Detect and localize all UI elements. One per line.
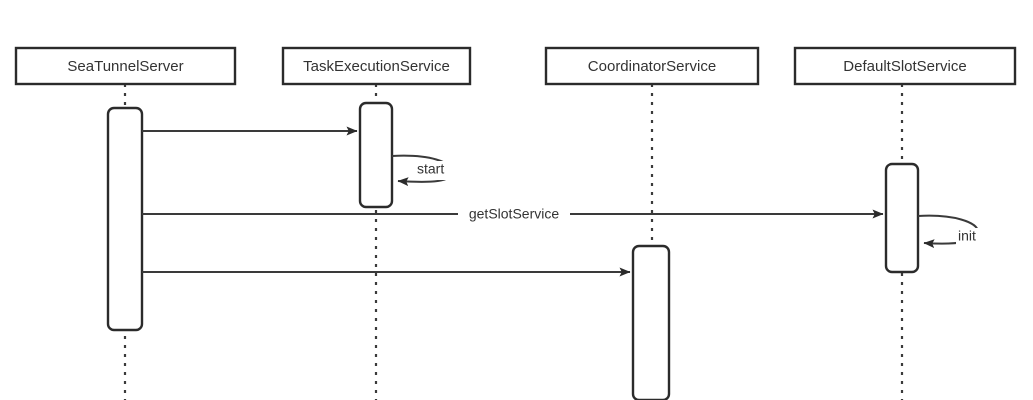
participant-box-coordinatorservice[interactable]: [544, 46, 760, 86]
activations-layer: [106, 101, 920, 400]
participant-label-defaultslotservice: DefaultSlotService: [843, 58, 966, 75]
message-label-start: start: [417, 161, 444, 177]
message-label-backdrop-start: [414, 161, 458, 180]
activation-seatunnelserver: [106, 106, 144, 332]
participant-label-taskexecutionservice: TaskExecutionService: [303, 58, 450, 75]
activation-coordinatorservice: [631, 244, 671, 400]
message-label-init: init: [958, 228, 976, 244]
participant-defaultslotservice[interactable]: DefaultSlotService: [793, 46, 1017, 86]
participant-box-defaultslotservice[interactable]: [793, 46, 1017, 86]
message-label-backdrop-getslotservice: [458, 205, 570, 224]
messages-layer: getSlotService start init: [142, 126, 988, 277]
message-label-getslotservice: getSlotService: [469, 206, 559, 222]
participant-label-seatunnelserver: SeaTunnelServer: [67, 58, 183, 75]
participants-layer: SeaTunnelServer TaskExecutionService Coo…: [14, 46, 1017, 86]
participant-coordinatorservice[interactable]: CoordinatorService: [544, 46, 760, 86]
participant-label-coordinatorservice: CoordinatorService: [588, 58, 716, 75]
participant-box-taskexecutionservice[interactable]: [281, 46, 472, 86]
message-label-backdrop-init: [956, 228, 988, 247]
participant-seatunnelserver[interactable]: SeaTunnelServer: [14, 46, 237, 86]
activation-defaultslotservice: [884, 162, 920, 274]
participant-box-seatunnelserver[interactable]: [14, 46, 237, 86]
participant-taskexecutionservice[interactable]: TaskExecutionService: [281, 46, 472, 86]
activation-taskexecutionservice: [358, 101, 394, 209]
